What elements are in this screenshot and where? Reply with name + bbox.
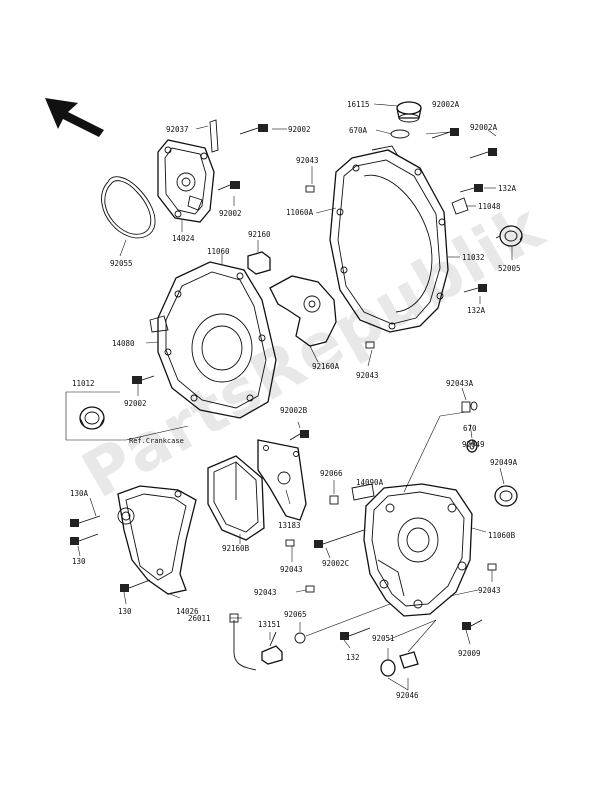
cover-14024 xyxy=(157,139,215,223)
bolt-130-b xyxy=(120,579,151,592)
bolt-130a xyxy=(70,515,101,527)
oring-670 xyxy=(470,401,478,411)
cap-16115 xyxy=(396,101,422,123)
label-14080: 14080 xyxy=(112,339,135,348)
bolt-92002-b xyxy=(217,181,240,191)
dowel-92043-c xyxy=(285,539,295,547)
label-92002-b: 92002 xyxy=(219,209,242,218)
label-14090a: 14090A xyxy=(356,478,384,487)
label-11060b: 11060B xyxy=(488,531,516,540)
dowel-92043a xyxy=(461,401,471,413)
label-92002-c: 92002 xyxy=(124,399,147,408)
label-11060a: 11060A xyxy=(286,208,314,217)
label-92002a-b: 92002A xyxy=(470,123,498,132)
seal-92051 xyxy=(380,659,396,677)
label-92160a: 92160A xyxy=(312,362,340,371)
bolt-92009 xyxy=(462,619,483,630)
cover-11060 xyxy=(149,261,277,419)
dowel-92043-d xyxy=(305,585,315,593)
label-92002a: 92002A xyxy=(432,100,460,109)
label-92043-d: 92043 xyxy=(254,588,277,597)
bracket-92160a xyxy=(269,275,337,347)
seal-52005 xyxy=(495,225,523,247)
bolt-132 xyxy=(340,627,371,640)
label-130-b: 130 xyxy=(118,607,132,616)
label-11048: 11048 xyxy=(478,202,501,211)
switch-13151 xyxy=(261,631,283,665)
part-labels: 16115 92002A 670A 92002A 92037 92002 920… xyxy=(70,100,521,700)
label-92160b: 92160B xyxy=(222,544,250,553)
label-92043-b: 92043 xyxy=(356,371,379,380)
label-92065: 92065 xyxy=(284,610,307,619)
bolt-130 xyxy=(70,533,99,545)
bolt-92002b xyxy=(289,430,309,441)
gasket-92055 xyxy=(101,176,156,239)
label-11032: 11032 xyxy=(462,253,485,262)
plate-13183 xyxy=(257,439,307,521)
cover-11060a xyxy=(329,145,449,333)
label-132a-b: 132A xyxy=(467,306,486,315)
label-14024: 14024 xyxy=(172,234,195,243)
cover-14026 xyxy=(117,485,197,595)
oring-670a xyxy=(390,129,410,139)
cover-92160b xyxy=(207,455,265,541)
label-92009: 92009 xyxy=(458,649,481,658)
dowel-92043-e xyxy=(487,563,497,571)
label-92002b: 92002B xyxy=(280,406,308,415)
wire-26011 xyxy=(229,613,257,671)
label-11012: 11012 xyxy=(72,379,95,388)
label-92066: 92066 xyxy=(320,469,343,478)
label-13183: 13183 xyxy=(278,521,301,530)
label-132a: 132A xyxy=(498,184,517,193)
label-92043: 92043 xyxy=(296,156,319,165)
label-92002c: 92002C xyxy=(322,559,349,568)
bearing-92046 xyxy=(399,651,419,669)
label-92055: 92055 xyxy=(110,259,133,268)
bolt-92002c xyxy=(314,529,365,548)
label-14026: 14026 xyxy=(176,607,199,616)
damper-92160 xyxy=(247,251,271,275)
dowel-92043 xyxy=(305,185,315,193)
label-26011: 26011 xyxy=(188,614,211,623)
plate-11048 xyxy=(451,197,469,215)
direction-arrow-icon xyxy=(45,98,104,137)
label-92051: 92051 xyxy=(372,634,395,643)
label-132: 132 xyxy=(346,653,360,662)
cover-11060b xyxy=(363,483,473,617)
label-670: 670 xyxy=(463,424,477,433)
seal-11012-box xyxy=(65,391,126,441)
washer-92065 xyxy=(294,632,306,644)
bolt-132a xyxy=(459,184,487,293)
label-92049: 92049 xyxy=(462,440,485,449)
label-92049a: 92049A xyxy=(490,458,518,467)
label-92046: 92046 xyxy=(396,691,419,700)
plug-92066 xyxy=(329,495,339,505)
bolt-92002a xyxy=(431,128,497,159)
label-16115: 16115 xyxy=(347,100,370,109)
label-92043-e: 92043 xyxy=(478,586,501,595)
ref-crankcase-label: Ref.Crankcase xyxy=(129,437,184,445)
part-14090a xyxy=(351,483,375,501)
label-52005: 52005 xyxy=(498,264,521,273)
label-92160: 92160 xyxy=(248,230,271,239)
label-130: 130 xyxy=(72,557,86,566)
label-670a: 670A xyxy=(349,126,368,135)
label-92043a: 92043A xyxy=(446,379,474,388)
label-92043-c: 92043 xyxy=(280,565,303,574)
seal-92049a xyxy=(494,485,518,507)
leader-lines xyxy=(77,103,513,691)
label-92037: 92037 xyxy=(166,125,189,134)
dowel-92043-b xyxy=(365,341,375,349)
label-11060: 11060 xyxy=(207,247,230,256)
label-130a: 130A xyxy=(70,489,89,498)
label-92002: 92002 xyxy=(288,125,311,134)
label-13151: 13151 xyxy=(258,620,281,629)
bolt-92002 xyxy=(239,124,268,135)
bolt-92002-c xyxy=(132,375,155,384)
part-92037 xyxy=(209,119,219,153)
